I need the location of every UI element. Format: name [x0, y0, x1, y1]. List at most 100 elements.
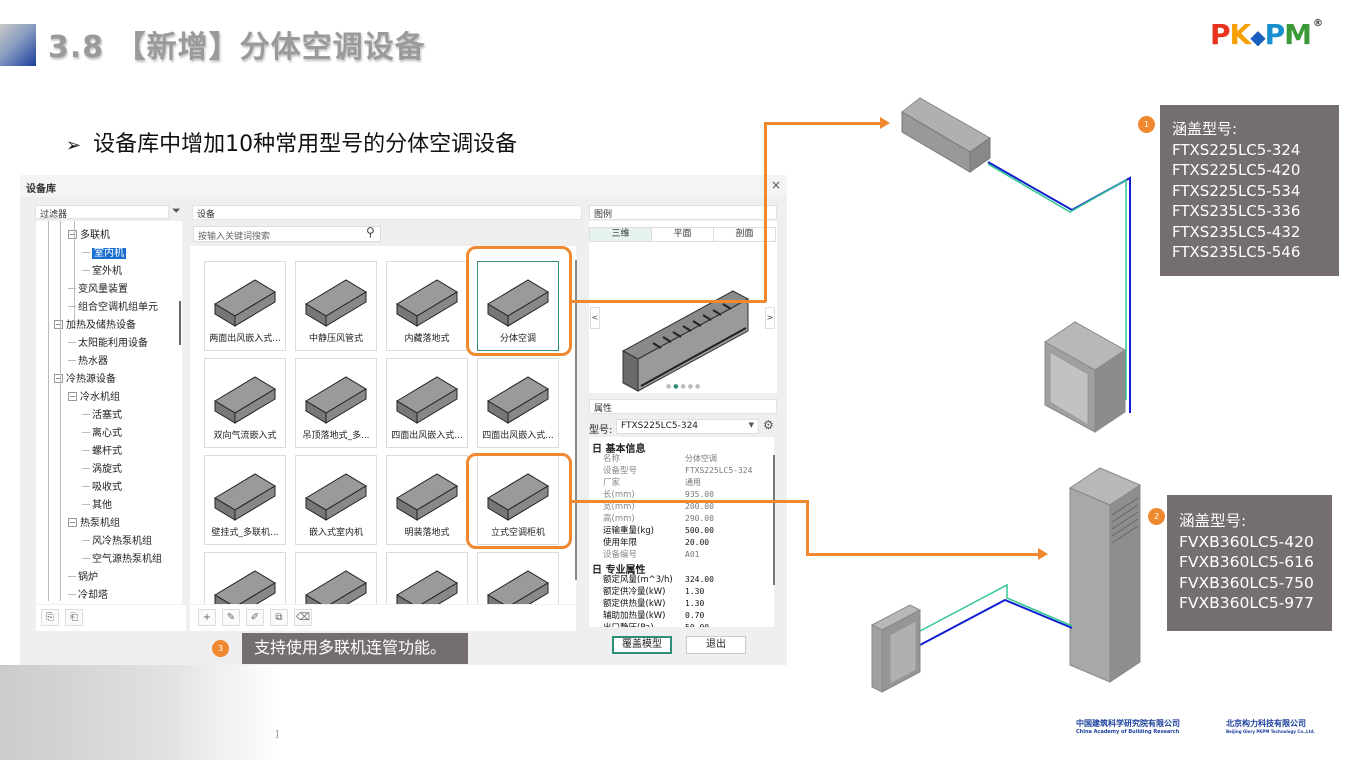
device-card[interactable]	[386, 552, 468, 604]
collapse-toggle-icon[interactable]: −	[54, 374, 63, 383]
tree-item[interactable]: 风冷热泵机组	[82, 534, 152, 549]
tree-item-label: 多联机	[80, 230, 110, 241]
property-row[interactable]: 长(mm)935.00	[603, 489, 769, 501]
filter-input[interactable]: 过滤器	[35, 205, 169, 220]
tree-scrollbar[interactable]	[179, 301, 181, 345]
pkpm-company-name-en: Beijing Glory PKPM Technology Co.,Ltd.	[1226, 729, 1315, 734]
property-row[interactable]: 辅助加热量(kW)0.70	[603, 610, 769, 622]
collapse-toggle-icon[interactable]: −	[68, 518, 77, 527]
callout-line: FTXS225LC5-420	[1172, 161, 1301, 179]
callout-line: FVXB360LC5-750	[1179, 573, 1314, 592]
tree-item[interactable]: 螺杆式	[82, 444, 122, 459]
property-row[interactable]: 额定供冷量(kW)1.30	[603, 586, 769, 598]
device-scrollbar[interactable]	[575, 260, 577, 580]
tree-item-label: 热水器	[78, 356, 108, 367]
tree-item[interactable]: 变风量装置	[68, 282, 128, 297]
property-row[interactable]: 名称分体空调	[603, 453, 769, 465]
copy-icon[interactable]: ⧉	[270, 609, 288, 626]
device-card[interactable]: 内藏落地式	[386, 261, 468, 351]
carousel-next-button[interactable]: >	[765, 307, 775, 329]
device-thumbnail	[391, 266, 463, 328]
properties-scrollbar[interactable]	[773, 455, 775, 585]
device-card[interactable]	[295, 552, 377, 604]
carousel-dots[interactable]: ●●●●●	[666, 383, 703, 390]
device-card[interactable]: 分体空调	[477, 261, 559, 351]
tree-item[interactable]: −多联机	[68, 228, 110, 243]
tree-item[interactable]: −加热及储热设备	[54, 318, 136, 333]
collapse-toggle-icon[interactable]: −	[68, 230, 77, 239]
tree-connector	[82, 468, 90, 469]
property-row[interactable]: 厂家通用	[603, 477, 769, 489]
device-caption: 四面出风嵌入式...	[482, 431, 554, 441]
tree-item[interactable]: 空气源热泵机组	[82, 552, 162, 567]
tree-item[interactable]: 离心式	[82, 426, 122, 441]
device-card[interactable]: 吊顶落地式_多...	[295, 358, 377, 448]
property-row[interactable]: 出口静压(Pa)50.00	[603, 622, 769, 627]
device-card[interactable]: 双向气流嵌入式	[204, 358, 286, 448]
pencil-icon[interactable]: ✐	[246, 609, 264, 626]
tree-item[interactable]: 涡旋式	[82, 462, 122, 477]
tab-plan[interactable]: 平面	[651, 227, 714, 242]
callout-line: FVXB360LC5-616	[1179, 553, 1314, 571]
collapse-toggle-icon[interactable]: −	[54, 320, 63, 329]
tree-item[interactable]: −冷热源设备	[54, 372, 116, 387]
carousel-prev-button[interactable]: <	[590, 307, 600, 329]
search-input[interactable]: 按输入关键词搜索	[193, 226, 381, 242]
tab-3d[interactable]: 三维	[589, 227, 652, 242]
tree-item-label: 风冷热泵机组	[92, 536, 152, 547]
device-card[interactable]	[204, 552, 286, 604]
tree-item[interactable]: 室内机	[82, 246, 126, 261]
delete-icon[interactable]: ⌫	[294, 609, 312, 626]
import-button[interactable]: ⎘	[41, 609, 59, 626]
property-row[interactable]: 高(mm)290.00	[603, 513, 769, 525]
apply-model-button[interactable]: 覆盖模型	[612, 636, 672, 654]
property-group-title[interactable]: 日 基本信息	[592, 444, 646, 455]
tree-item[interactable]: 组合空调机组单元	[68, 300, 158, 315]
model-select[interactable]: FTXS225LC5-324 ▼	[616, 419, 759, 434]
export-button[interactable]: ⎗	[65, 609, 83, 626]
gear-icon[interactable]: ⚙	[763, 418, 774, 432]
tab-section[interactable]: 剖面	[713, 227, 776, 242]
filter-icon[interactable]: ⏷	[172, 204, 181, 217]
tree-item[interactable]: 热水器	[68, 354, 108, 369]
property-row[interactable]: 运输重量(kg)500.00	[603, 525, 769, 537]
collapse-toggle-icon[interactable]: −	[68, 392, 77, 401]
tree-item[interactable]: −冷水机组	[68, 390, 120, 405]
edit-icon[interactable]: ✎	[222, 609, 240, 626]
tree-item[interactable]: 冷却塔	[68, 588, 108, 603]
property-value: 935.00	[685, 490, 714, 499]
device-card[interactable]: 嵌入式室内机	[295, 455, 377, 545]
tree-item[interactable]: 活塞式	[82, 408, 122, 423]
property-row[interactable]: 宽(mm)200.00	[603, 501, 769, 513]
device-card[interactable]: 四面出风嵌入式...	[386, 358, 468, 448]
tree-item[interactable]: 太阳能利用设备	[68, 336, 148, 351]
device-card[interactable]: 壁挂式_多联机...	[204, 455, 286, 545]
device-card[interactable]: 两面出风嵌入式...	[204, 261, 286, 351]
tree-item[interactable]: 其他	[82, 498, 112, 513]
property-group-title[interactable]: 日 专业属性	[592, 565, 646, 576]
tree-item[interactable]: 室外机	[82, 264, 122, 279]
device-thumbnail	[300, 363, 372, 425]
exit-button[interactable]: 退出	[686, 636, 746, 654]
tree-item[interactable]: 吸收式	[82, 480, 122, 495]
tree-item-label: 热泵机组	[80, 518, 120, 529]
tree-item-label: 变风量装置	[78, 284, 128, 295]
device-card[interactable]: 四面出风嵌入式...	[477, 358, 559, 448]
search-icon[interactable]: ⚲	[366, 225, 375, 239]
property-row[interactable]: 额定供热量(kW)1.30	[603, 598, 769, 610]
tree-item[interactable]: −热泵机组	[68, 516, 120, 531]
device-card[interactable]: 明装落地式	[386, 455, 468, 545]
add-icon[interactable]: +	[198, 609, 216, 626]
device-card[interactable]: 立式空调柜机	[477, 455, 559, 545]
device-card[interactable]	[477, 552, 559, 604]
callout-badge-2: 2	[1148, 508, 1165, 525]
device-thumbnail	[482, 460, 554, 522]
tree-item[interactable]: 锅炉	[68, 570, 98, 585]
device-card[interactable]: 中静压风管式	[295, 261, 377, 351]
property-row[interactable]: 额定风量(m^3/h)324.00	[603, 574, 769, 586]
close-icon[interactable]: ×	[770, 178, 781, 192]
